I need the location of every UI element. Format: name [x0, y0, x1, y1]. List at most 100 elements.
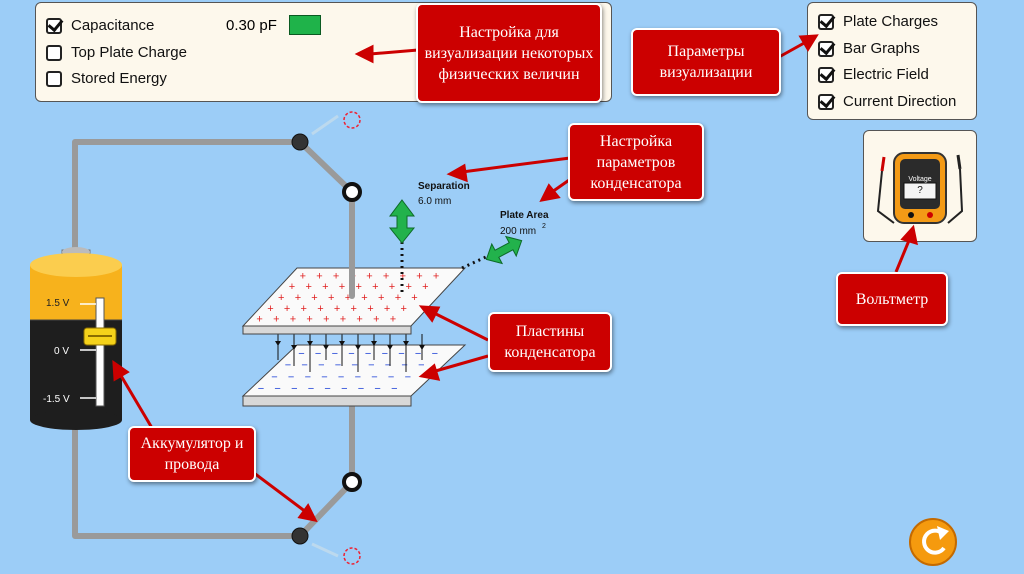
battery-slider-track [95, 297, 105, 407]
positive-charge: + [333, 270, 339, 282]
negative-charge: − [415, 348, 421, 360]
top-switch-contact [342, 182, 362, 202]
negative-charge: − [308, 383, 314, 395]
positive-charge: + [323, 314, 329, 326]
callout-plates: Пластины конденсатора [488, 312, 612, 372]
positive-charge: + [328, 292, 334, 304]
battery-tick-bottom: -1.5 V [43, 394, 70, 405]
negative-charge: − [418, 360, 424, 372]
negative-charge: − [401, 360, 407, 372]
negative-charge: − [382, 348, 388, 360]
field-arrowhead [275, 341, 281, 346]
voltmeter-reading: ? [917, 185, 923, 196]
capacitance-color-swatch [289, 15, 321, 35]
plate-area-exponent: 2 [542, 223, 546, 230]
bottom-plate[interactable] [241, 344, 467, 407]
positive-charge: + [322, 281, 328, 293]
negative-charge: − [305, 371, 311, 383]
electric-field-checkbox-row[interactable]: Electric Field [818, 66, 929, 83]
plate-area-label: Plate Area [500, 210, 549, 221]
negative-charge: − [274, 383, 280, 395]
field-arrowhead [355, 345, 361, 350]
electric-field-label: Electric Field [843, 66, 929, 83]
multimeter-icon[interactable] [864, 131, 976, 241]
plate-area-drag-arrow[interactable] [481, 231, 527, 269]
capacitance-checkbox-row[interactable]: Capacitance [46, 17, 154, 34]
negative-charge: − [358, 383, 364, 395]
positive-charge: + [356, 281, 362, 293]
negative-charge: − [318, 360, 324, 372]
positive-charge: + [378, 292, 384, 304]
callout-capacitor-params: Настройка параметров конденсатора [568, 123, 704, 201]
positive-charge: + [351, 303, 357, 315]
positive-charge: + [284, 303, 290, 315]
positive-charge: + [400, 270, 406, 282]
top-plate-charge-checkbox-row[interactable]: Top Plate Charge [46, 44, 187, 61]
positive-charge: + [361, 292, 367, 304]
positive-charge: + [278, 292, 284, 304]
positive-charge: + [316, 270, 322, 282]
positive-charge: + [367, 303, 373, 315]
top-switch-alt-contact[interactable] [343, 111, 361, 129]
voltmeter-title: Voltage [908, 176, 932, 183]
field-arrowhead [403, 341, 409, 346]
stored-energy-label: Stored Energy [71, 70, 167, 87]
capacitance-label: Capacitance [71, 17, 155, 34]
positive-charge: + [389, 281, 395, 293]
reset-icon [922, 526, 949, 555]
bottom-switch-alt-contact[interactable] [343, 547, 361, 565]
current-direction-label: Current Direction [843, 93, 957, 110]
bottom-switch-pivot[interactable] [291, 527, 309, 545]
plate-charges-checkbox[interactable] [818, 13, 834, 30]
negative-charge: − [374, 383, 380, 395]
battery-tick-mid: 0 V [54, 346, 69, 357]
field-arrowhead [387, 345, 393, 350]
negative-charge: − [315, 348, 321, 360]
stored-energy-checkbox-row[interactable]: Stored Energy [46, 70, 167, 87]
negative-charge: − [291, 383, 297, 395]
voltmeter-toolbox: Voltage ? [863, 130, 977, 242]
positive-charge: + [384, 303, 390, 315]
negative-charge: − [335, 360, 341, 372]
negative-charge: − [351, 360, 357, 372]
positive-charge: + [422, 281, 428, 293]
positive-charge: + [339, 281, 345, 293]
positive-charge: + [395, 292, 401, 304]
positive-charge: + [290, 314, 296, 326]
negative-charge: − [405, 371, 411, 383]
separation-drag-arrow[interactable] [388, 199, 416, 244]
negative-charge: − [298, 348, 304, 360]
field-arrowhead [419, 345, 425, 350]
negative-charge: − [288, 371, 294, 383]
positive-charge: + [406, 281, 412, 293]
positive-charge: + [411, 292, 417, 304]
plate-charges-label: Plate Charges [843, 13, 939, 30]
positive-charge: + [267, 303, 273, 315]
callout-visualization-settings: Настройка для визуализации некоторых физ… [416, 3, 602, 103]
bar-graphs-checkbox[interactable] [818, 40, 834, 57]
callout-visualization-params: Параметры визуализации [631, 28, 781, 96]
stored-energy-checkbox[interactable] [46, 70, 62, 87]
current-direction-checkbox-row[interactable]: Current Direction [818, 93, 956, 110]
positive-charge: + [300, 270, 306, 282]
top-plate-charge-checkbox[interactable] [46, 44, 62, 61]
negative-charge: − [338, 371, 344, 383]
top-plate-charge-label: Top Plate Charge [71, 44, 187, 61]
positive-charge: + [295, 292, 301, 304]
bar-graphs-checkbox-row[interactable]: Bar Graphs [818, 40, 920, 57]
current-direction-checkbox[interactable] [818, 93, 834, 110]
plate-charges-checkbox-row[interactable]: Plate Charges [818, 13, 938, 30]
positive-charge: + [311, 292, 317, 304]
top-switch-pivot[interactable] [291, 133, 309, 151]
plate-area-dotted-guide [461, 254, 489, 270]
positive-charge: + [416, 270, 422, 282]
positive-charge: + [306, 281, 312, 293]
electric-field-checkbox[interactable] [818, 66, 834, 83]
positive-charge: + [256, 314, 262, 326]
field-arrowhead [291, 345, 297, 350]
capacitance-checkbox[interactable] [46, 17, 62, 34]
reset-button[interactable] [909, 518, 957, 566]
negative-charge: − [301, 360, 307, 372]
positive-charge: + [372, 281, 378, 293]
negative-charge: − [385, 360, 391, 372]
